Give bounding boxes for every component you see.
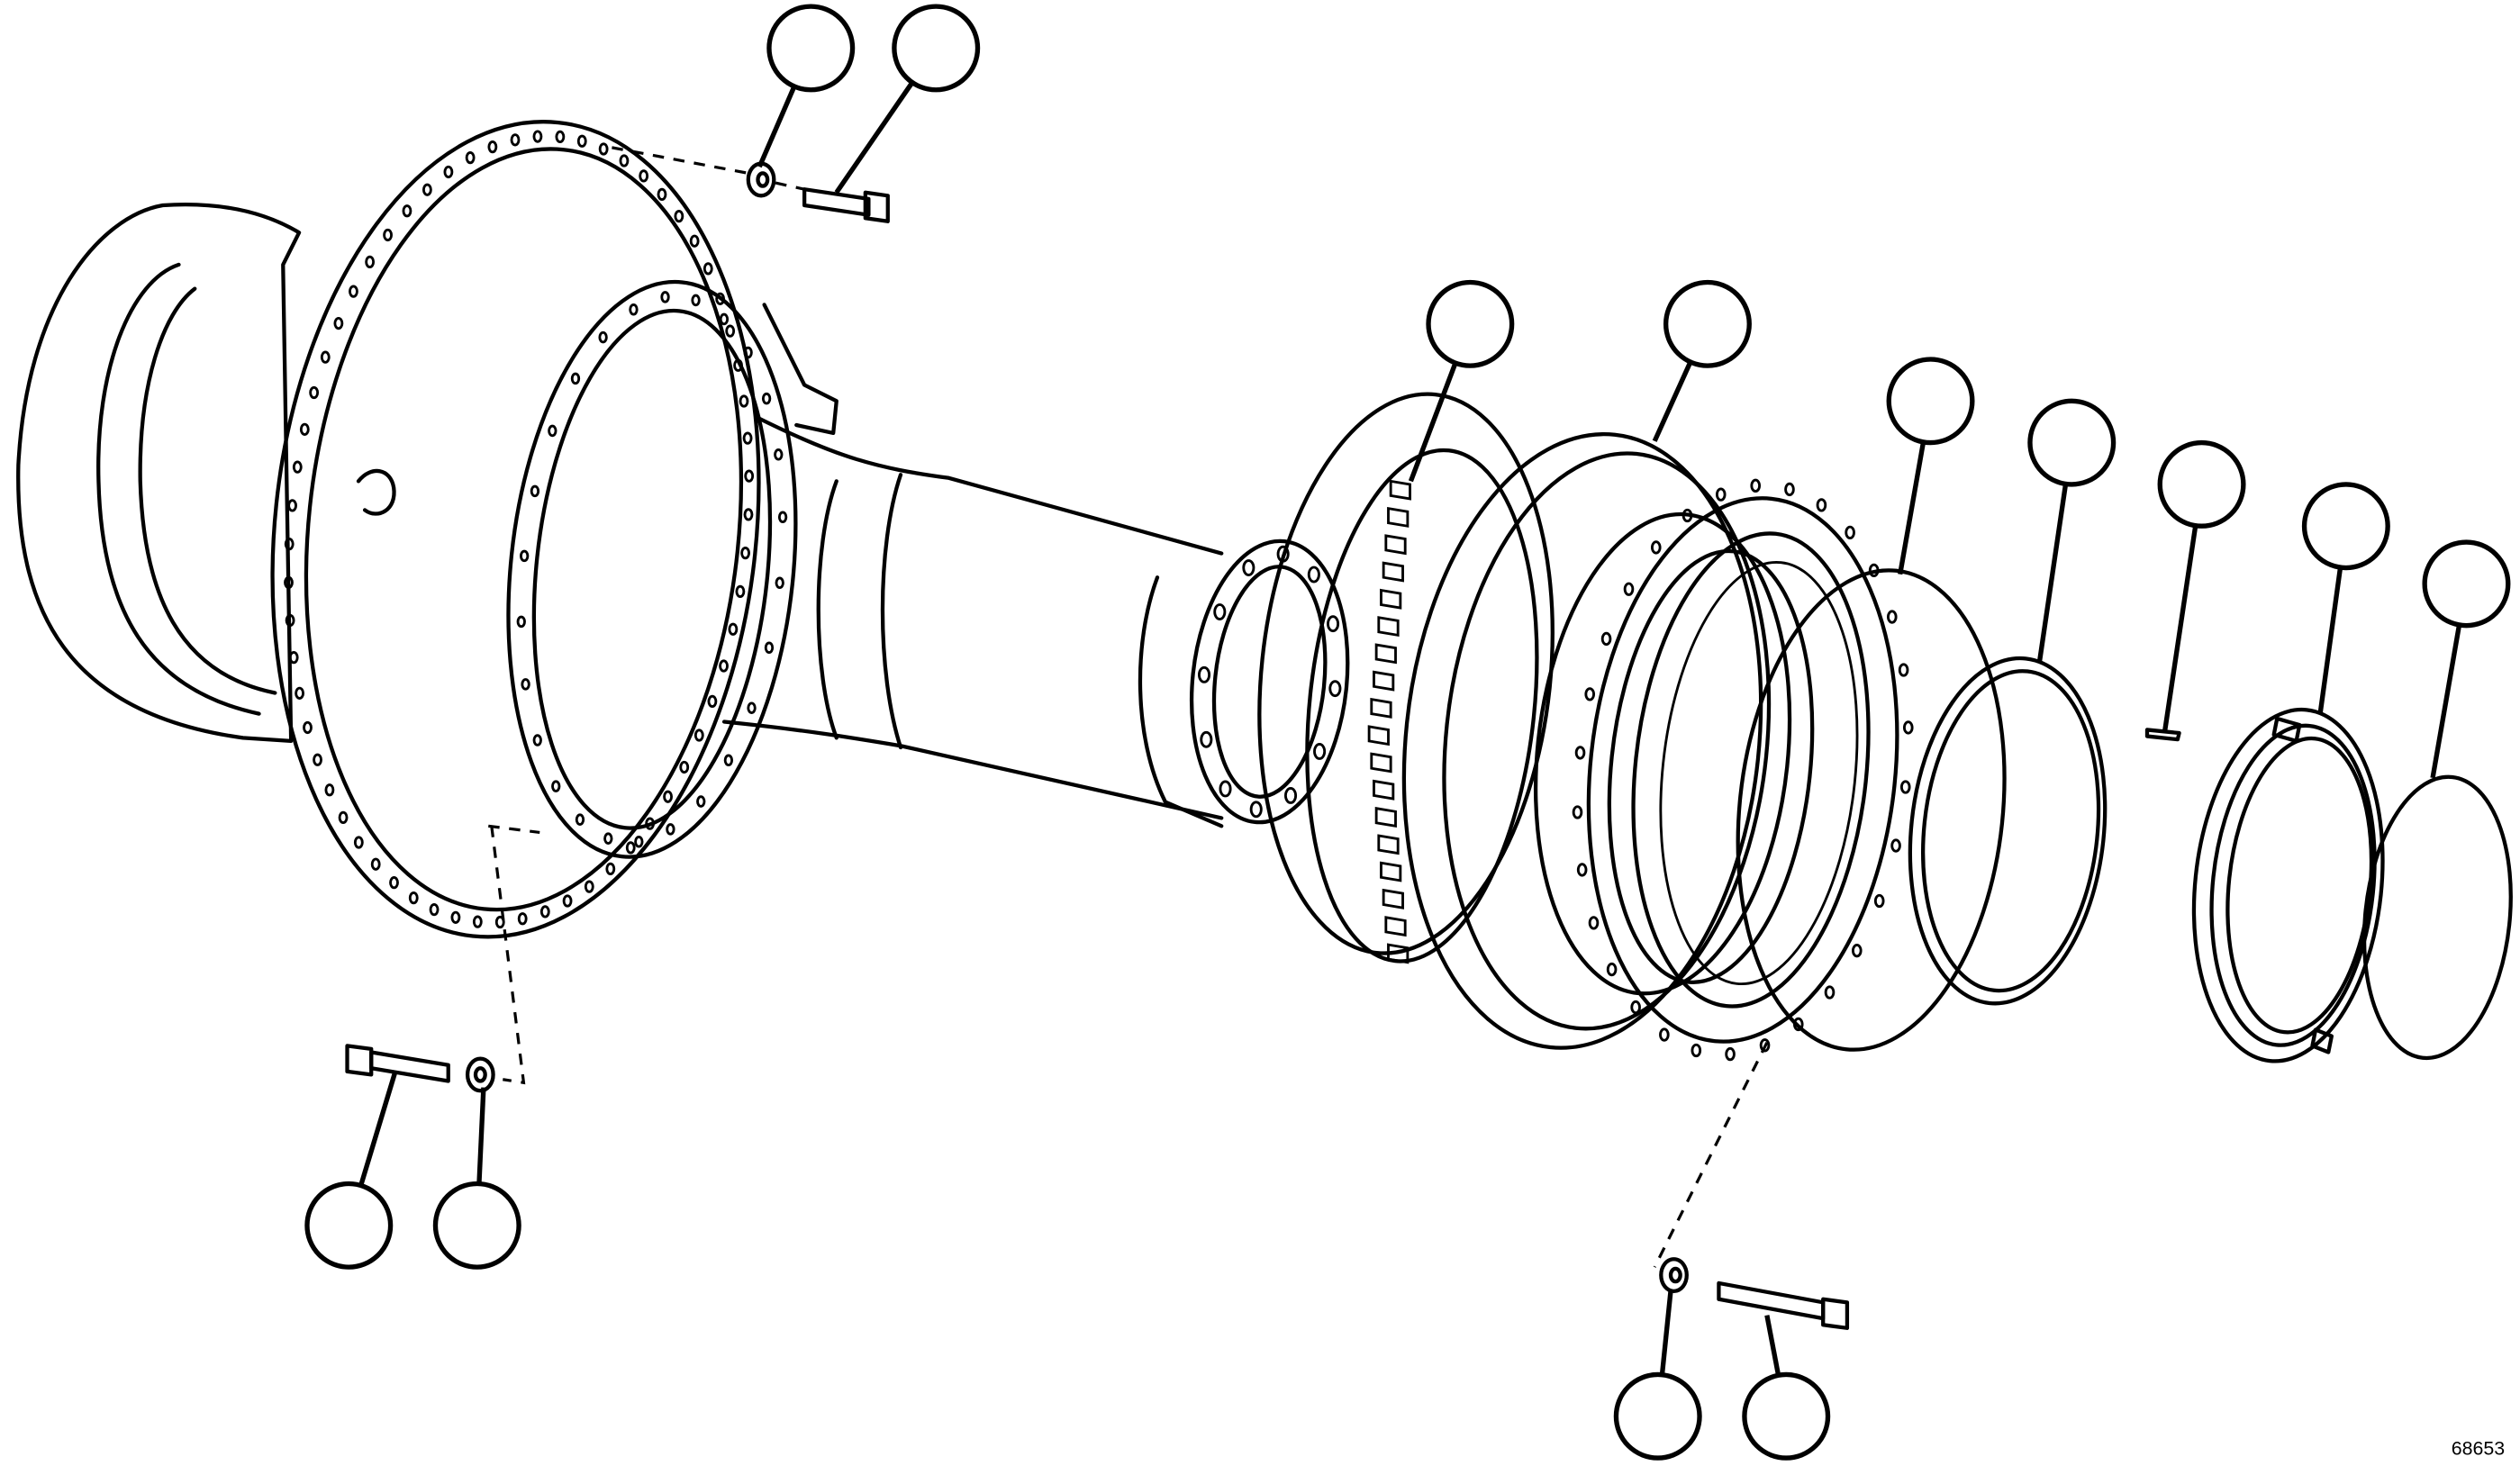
inner-flange-holes [516,291,788,848]
callout-leader [358,1071,398,1187]
callout-leader [1659,1290,1673,1375]
bottom-right-bolt [1717,1280,1850,1330]
callout-leader [2162,525,2198,732]
callout-leader [1764,1315,1781,1376]
hub-bolt-ring [1572,478,1914,1062]
callout-leader [476,1087,486,1184]
top-washer [746,161,776,198]
callout-balloon [2027,398,2117,662]
callout-leader [1652,360,1693,442]
top-assembly-line [612,146,805,191]
callout-leader [2430,624,2462,779]
callout-balloons [304,4,2511,1461]
wheel-hub-assembly [1305,432,1914,1062]
drawing-number: 68653 [2452,1438,2505,1460]
retaining-ring [2191,707,2385,1063]
callout-leader [1408,362,1458,483]
callout-leader [757,85,797,168]
callout-balloon [432,1087,521,1270]
bottom-left-assembly-line [488,824,540,1085]
callout-leader [1898,441,1926,575]
seal-ring-1 [1736,568,2007,1052]
callout-balloon [834,4,981,195]
bottom-left-bolt [345,1044,450,1083]
bottom-right-assembly-line [1653,1042,1769,1268]
callout-balloon [757,4,856,168]
callout-balloon [2422,539,2511,779]
hub-teeth [1367,479,1411,964]
o-ring-small [2361,774,2513,1061]
callout-leader [2317,566,2343,713]
callout-balloon [304,1071,398,1270]
locating-pin [2144,728,2181,742]
callout-balloon [1408,279,1515,483]
callout-balloon [1742,1315,1831,1461]
callout-balloon [2157,439,2246,732]
hub-housing [16,120,838,939]
callout-leader [834,81,915,195]
spindle-shaft [721,414,1350,828]
top-bolt [802,187,890,223]
callout-leader [2037,484,2069,662]
bottom-left-washer [465,1056,495,1093]
callout-balloon [2301,482,2390,713]
callout-balloon [1613,1290,1702,1461]
o-ring-large [1257,392,1555,955]
bottom-right-washer [1659,1257,1689,1293]
callout-balloon [1652,279,1752,442]
seal-ring-2 [1908,656,2108,1006]
callout-balloon [1886,357,1975,575]
